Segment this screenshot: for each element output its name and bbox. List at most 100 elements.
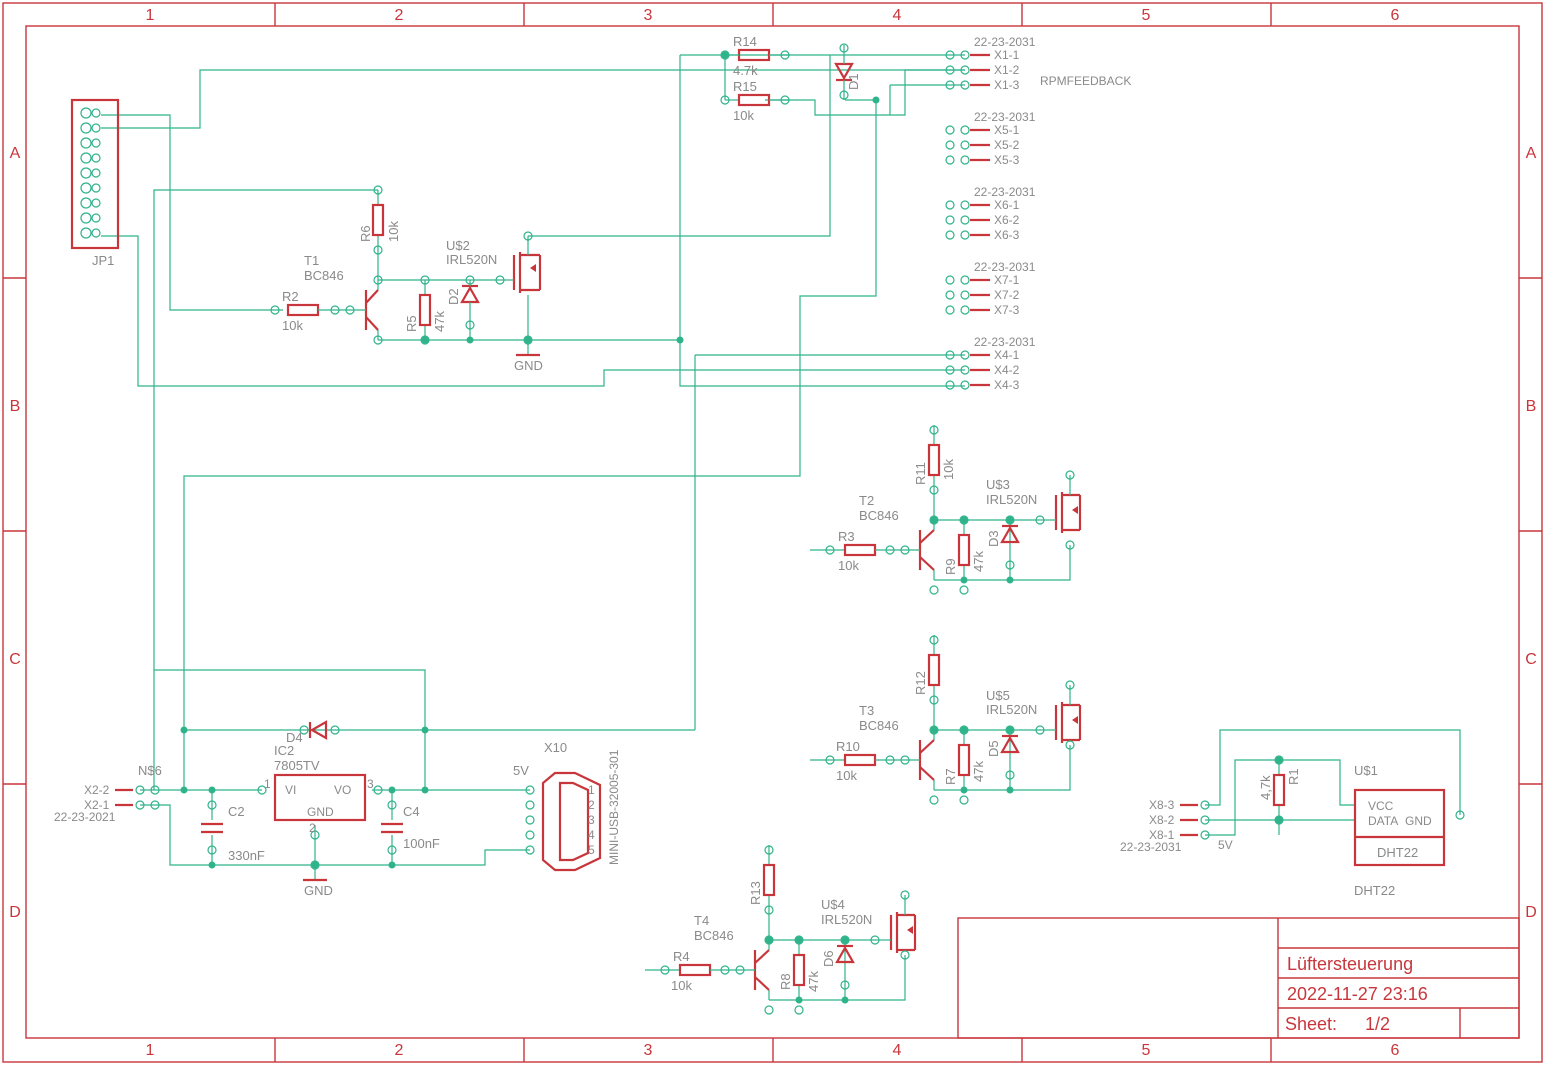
x7-value: 22-23-2031: [974, 260, 1036, 274]
x1-pin: X1-3: [994, 78, 1020, 92]
x1-pin: X1-2: [994, 63, 1020, 77]
rpm-feedback-label: RPMFEEDBACK: [1040, 74, 1131, 88]
t1-value: BC846: [304, 268, 344, 283]
resistor-r3: R3 10k: [825, 529, 920, 573]
connector-x7: 22-23-2031 X7-1 X7-2 X7-3: [945, 260, 1036, 317]
x5-pin: X5-1: [994, 123, 1020, 137]
r2-name: R2: [282, 289, 299, 304]
ic2-pin-vo: VO: [334, 783, 351, 797]
r11-name: R11: [913, 462, 928, 485]
r6-name: R6: [358, 225, 373, 242]
x7-pin: X7-2: [994, 288, 1020, 302]
connector-x8: X8-3 X8-2 X8-1 22-23-2031 5V: [1120, 798, 1233, 854]
row-label: C: [1525, 651, 1537, 668]
net-wires: [101, 54, 1461, 1001]
d4-name: D4: [286, 730, 303, 745]
c4-name: C4: [403, 804, 420, 819]
x4-pin: X4-3: [994, 378, 1020, 392]
col-label: 6: [1391, 7, 1400, 24]
x2-pin: X2-1: [84, 798, 110, 812]
col-label: 3: [644, 1042, 653, 1059]
us1-vcc: VCC: [1368, 799, 1394, 813]
ic2-pin-vi: VI: [285, 783, 296, 797]
r1-name: R1: [1286, 768, 1301, 785]
connector-x5: 22-23-2031 X5-1 X5-2 X5-3: [945, 110, 1036, 167]
row-label: B: [10, 398, 21, 415]
r5-value: 47k: [432, 311, 447, 332]
t2-name: T2: [859, 493, 874, 508]
t1-name: T1: [304, 253, 319, 268]
gnd-symbol-top: GND: [514, 353, 543, 373]
row-label: A: [1526, 145, 1537, 162]
gnd-top-label: GND: [514, 358, 543, 373]
resistor-r15: R15 10k: [720, 79, 790, 123]
x6-value: 22-23-2031: [974, 185, 1036, 199]
r15-value: 10k: [733, 108, 754, 123]
x5-pin: X5-3: [994, 153, 1020, 167]
col-label: 2: [395, 7, 404, 24]
mosfet-us4: U$4 IRL520N: [821, 890, 917, 960]
col-label: 1: [146, 1042, 155, 1059]
x10-pin: 1: [588, 783, 595, 797]
r4-value: 10k: [671, 978, 692, 993]
r4-name: R4: [673, 949, 690, 964]
resistor-r10: R10 10k: [825, 739, 920, 783]
ic2-pin-3: 3: [367, 777, 374, 791]
resistor-r8: R8 47k: [778, 935, 821, 1015]
resistor-r1: 4,7k R1: [1258, 755, 1301, 825]
c2-name: C2: [228, 804, 245, 819]
resistor-r5: R5 47k: [404, 275, 447, 345]
x8-5v: 5V: [1218, 838, 1233, 852]
x8-pin: X8-1: [1149, 828, 1175, 842]
sheet-number: 1/2: [1365, 1014, 1390, 1034]
col-label: 6: [1391, 1042, 1400, 1059]
sheet-label: Sheet:: [1285, 1014, 1337, 1034]
junction-dots: [180, 51, 1283, 1004]
t4-name: T4: [694, 913, 709, 928]
frame-column-labels-bottom: 1 2 3 4 5 6: [146, 1042, 1400, 1059]
r12-name: R12: [913, 671, 928, 695]
diode-d3: D3: [986, 515, 1020, 570]
ic2-pin-gnd: GND: [307, 805, 334, 819]
x10-pin: 5: [588, 843, 595, 857]
x10-pin: 3: [588, 813, 595, 827]
x10-value: MINI-USB-32005-301: [607, 749, 621, 865]
us1-data: DATA: [1368, 814, 1398, 828]
d3-name: D3: [986, 530, 1001, 547]
frame-row-labels-left: A B C D: [9, 145, 21, 921]
us3-name: U$3: [986, 477, 1010, 492]
x4-value: 22-23-2031: [974, 335, 1036, 349]
connector-x4: 22-23-2031 X4-1 X4-2 X4-3: [945, 335, 1036, 392]
r7-value: 47k: [971, 761, 986, 782]
r14-name: R14: [733, 34, 757, 49]
row-label: D: [1525, 904, 1537, 921]
col-label: 1: [146, 7, 155, 24]
col-label: 4: [893, 7, 902, 24]
transistor-t3: T3 BC846: [859, 703, 939, 805]
us1-gnd: GND: [1405, 814, 1432, 828]
row-label: B: [1526, 398, 1537, 415]
row-label: D: [9, 904, 21, 921]
resistor-r2: R2 10k: [270, 289, 366, 333]
connector-x1: 22-23-2031 X1-1 X1-2 X1-3 RPMFEEDBACK: [945, 35, 1131, 92]
ic2-pin-1: 1: [264, 777, 271, 791]
r9-name: R9: [943, 558, 958, 575]
x10-name: X10: [544, 740, 567, 755]
r7-name: R7: [943, 768, 958, 785]
transistor-t1: T1 BC846: [304, 253, 383, 345]
us1-box-label: DHT22: [1377, 845, 1418, 860]
x6-pin: X6-2: [994, 213, 1020, 227]
capacitor-c2: C2 330nF: [201, 800, 265, 863]
col-label: 4: [893, 1042, 902, 1059]
resistor-r6: R6 10k: [358, 185, 401, 255]
r1-value: 4,7k: [1258, 775, 1273, 800]
r10-name: R10: [836, 739, 860, 754]
us1-value: DHT22: [1354, 883, 1395, 898]
col-label: 5: [1142, 7, 1151, 24]
r14-value: 4.7k: [733, 63, 758, 78]
col-label: 3: [644, 7, 653, 24]
frame-row-labels-right: A B C D: [1525, 145, 1537, 921]
r5-name: R5: [404, 315, 419, 332]
x8-pin: X8-3: [1149, 798, 1175, 812]
diode-d2: D2: [446, 275, 480, 340]
